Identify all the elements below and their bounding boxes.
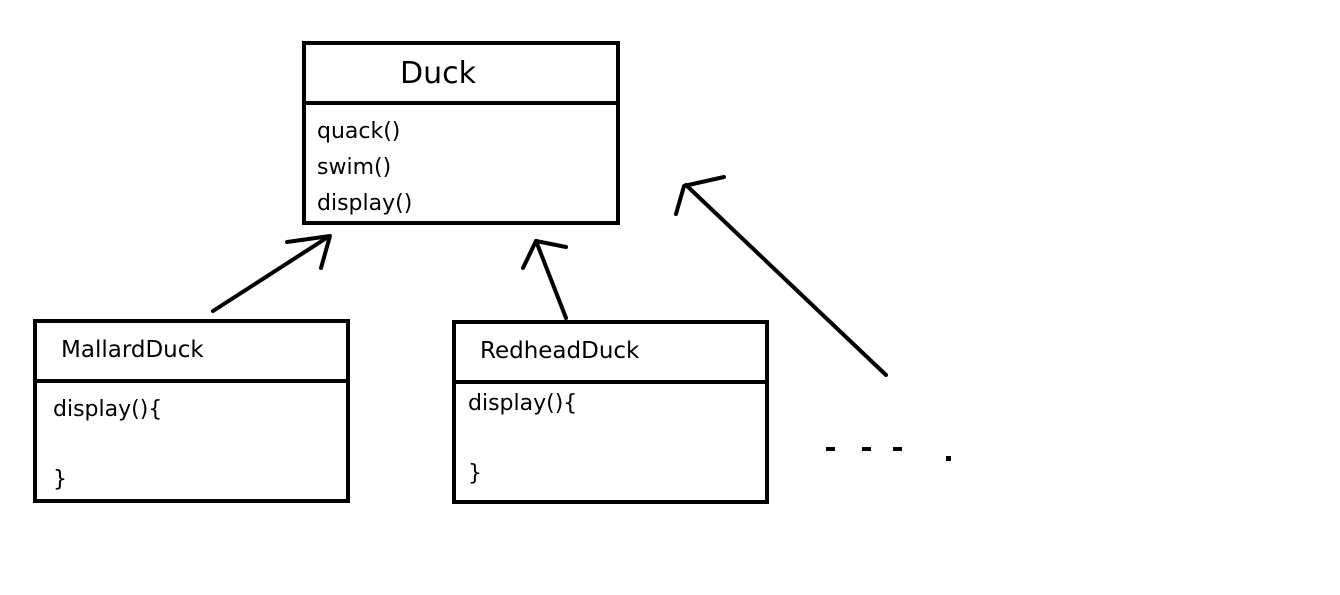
class-redhead-duck: RedheadDuck display(){ } [452,320,769,504]
ellipsis-dot [826,447,835,451]
class-header: RedheadDuck [456,324,765,384]
arrow-shaft [211,235,330,313]
method-swim: swim() [317,155,392,180]
arrow-mallard-to-duck [211,234,332,313]
arrowhead [674,175,726,216]
arrow-more-to-duck [674,175,888,377]
arrow-redhead-to-duck [521,239,568,320]
method-quack: quack() [317,119,401,144]
class-name: MallardDuck [61,337,204,363]
ellipsis-dots [826,447,951,461]
method-display-close: } [53,467,67,492]
class-name: RedheadDuck [480,338,640,364]
class-name: Duck [400,56,476,91]
class-header: Duck [306,45,616,105]
arrow-shaft [534,239,568,320]
method-display-open: display(){ [468,391,578,416]
arrowhead [285,234,332,270]
class-mallard-duck: MallardDuck display(){ } [33,319,350,503]
ellipsis-dot [862,447,871,451]
arrow-shaft [684,183,888,377]
ellipsis-dot [893,447,902,451]
arrowhead [521,239,568,270]
method-display-close: } [468,461,482,486]
class-header: MallardDuck [37,323,346,383]
ellipsis-dot [946,456,951,461]
method-display-open: display(){ [53,397,163,422]
method-display: display() [317,191,413,216]
class-duck: Duck quack() swim() display() [302,41,620,225]
